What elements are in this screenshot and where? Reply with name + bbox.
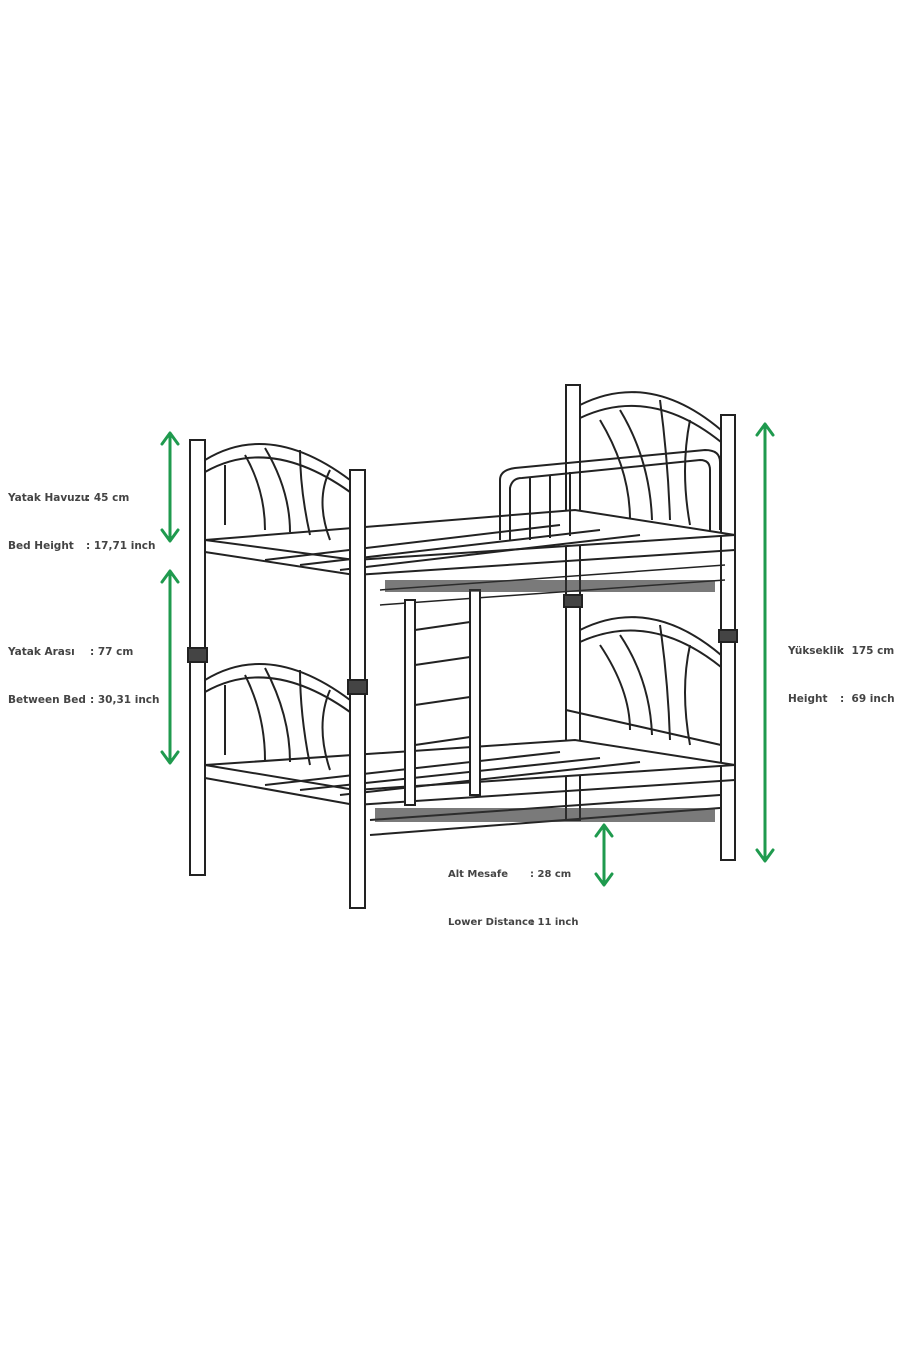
label-en: Lower Distance [448, 917, 535, 928]
label-tr: Yatak Havuzu [8, 492, 89, 504]
value-cm: : 175 cm [840, 645, 895, 657]
value-in: : 69 inch [840, 693, 895, 705]
bed-height-label: Yatak Havuzu: 45 cm Bed Height : 17,71 in… [8, 458, 156, 570]
label-en: Height [788, 693, 828, 705]
label-tr: Yatak Arası [8, 646, 75, 658]
value-in: : 30,31 inch [90, 694, 160, 706]
value-cm: : 28 cm [530, 869, 572, 880]
height-arrow [755, 422, 775, 863]
label-en: Bed Height [8, 540, 74, 552]
label-tr: Alt Mesafe [448, 869, 508, 880]
between-bed-arrow [160, 569, 180, 765]
value-cm: : 45 cm [86, 492, 130, 504]
label-tr: Yükseklik [788, 645, 844, 657]
value-in: : 11 inch [530, 917, 579, 928]
value-in: : 17,71 inch [86, 540, 156, 552]
bed-height-arrow [160, 431, 180, 543]
height-label: Yükseklik: 175 cm Height : 69 inch [788, 611, 895, 723]
value-cm: : 77 cm [90, 646, 134, 658]
deck-panels [375, 580, 715, 822]
bed-frame [187, 384, 738, 909]
label-en: Between Bed [8, 694, 86, 706]
lower-distance-arrow [594, 823, 614, 887]
lower-distance-label: Alt Mesafe : 28 cm Lower Distance: 11 inc… [448, 835, 578, 947]
between-bed-label: Yatak Arası : 77 cm Between Bed : 30,31 in… [8, 612, 160, 724]
